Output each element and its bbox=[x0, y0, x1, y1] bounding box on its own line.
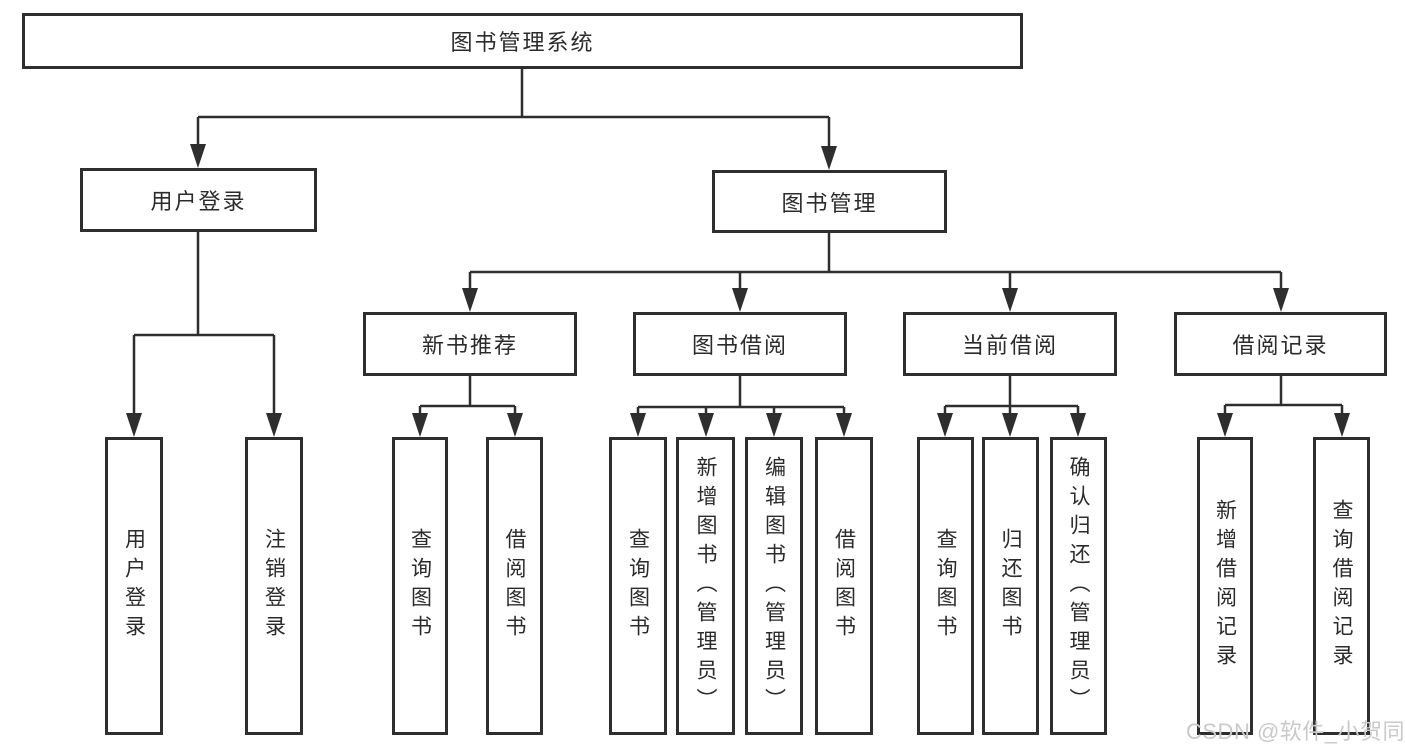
node-root-label: 图书管理系统 bbox=[450, 30, 595, 55]
leaf-logout-label: 注销登录 bbox=[262, 528, 286, 644]
node-user-login-branch: 用户登录 bbox=[80, 168, 317, 232]
node-new-book-recommend: 新书推荐 bbox=[363, 312, 577, 376]
node-current-borrow-label: 当前借阅 bbox=[961, 333, 1058, 358]
leaf-edit-books-admin-label: 编辑图书（管理员） bbox=[762, 455, 786, 717]
node-user-login-branch-label: 用户登录 bbox=[150, 189, 247, 214]
leaf-logout: 注销登录 bbox=[245, 437, 303, 735]
node-borrow-records-label: 借阅记录 bbox=[1232, 333, 1329, 358]
leaf-add-borrow-record: 新增借阅记录 bbox=[1197, 437, 1253, 735]
connector-strokes bbox=[132, 69, 1344, 416]
leaf-current-query-books-label: 查询图书 bbox=[934, 528, 957, 644]
leaf-query-borrow-record-label: 查询借阅记录 bbox=[1330, 499, 1353, 673]
leaf-borrow-query-books: 查询图书 bbox=[609, 437, 667, 735]
node-book-mgmt-branch-label: 图书管理 bbox=[781, 190, 878, 216]
leaf-confirm-return-admin-label: 确认归还（管理员） bbox=[1067, 455, 1090, 717]
leaf-borrow-books-label: 借阅图书 bbox=[832, 528, 856, 644]
leaf-confirm-return-admin: 确认归还（管理员） bbox=[1050, 437, 1107, 735]
node-book-borrow: 图书借阅 bbox=[633, 312, 847, 376]
node-book-mgmt-branch: 图书管理 bbox=[712, 170, 947, 233]
leaf-recommend-query-books: 查询图书 bbox=[392, 437, 448, 735]
leaf-borrow-books: 借阅图书 bbox=[815, 437, 873, 735]
leaf-recommend-borrow-books-label: 借阅图书 bbox=[503, 528, 526, 644]
node-book-borrow-label: 图书借阅 bbox=[691, 333, 788, 358]
leaf-edit-books-admin: 编辑图书（管理员） bbox=[745, 437, 803, 735]
leaf-user-login: 用户登录 bbox=[105, 437, 163, 735]
watermark-text: CSDN @软件_小贺同学 bbox=[1186, 719, 1405, 744]
leaf-return-books-label: 归还图书 bbox=[999, 528, 1022, 644]
leaf-add-books-admin-label: 新增图书（管理员） bbox=[694, 455, 717, 717]
leaf-borrow-query-books-label: 查询图书 bbox=[626, 528, 650, 644]
node-root: 图书管理系统 bbox=[22, 13, 1023, 69]
leaf-add-books-admin: 新增图书（管理员） bbox=[676, 437, 735, 735]
leaf-current-query-books: 查询图书 bbox=[917, 437, 974, 735]
node-new-book-recommend-label: 新书推荐 bbox=[421, 333, 518, 358]
leaf-query-borrow-record: 查询借阅记录 bbox=[1313, 437, 1370, 735]
leaf-recommend-query-books-label: 查询图书 bbox=[408, 528, 432, 644]
leaf-return-books: 归还图书 bbox=[982, 437, 1039, 735]
node-borrow-records: 借阅记录 bbox=[1174, 312, 1387, 376]
node-current-borrow: 当前借阅 bbox=[903, 312, 1117, 376]
leaf-add-borrow-record-label: 新增借阅记录 bbox=[1213, 499, 1237, 673]
arrowheads bbox=[126, 144, 1350, 437]
leaf-user-login-label: 用户登录 bbox=[122, 528, 146, 644]
leaf-recommend-borrow-books: 借阅图书 bbox=[486, 437, 543, 735]
